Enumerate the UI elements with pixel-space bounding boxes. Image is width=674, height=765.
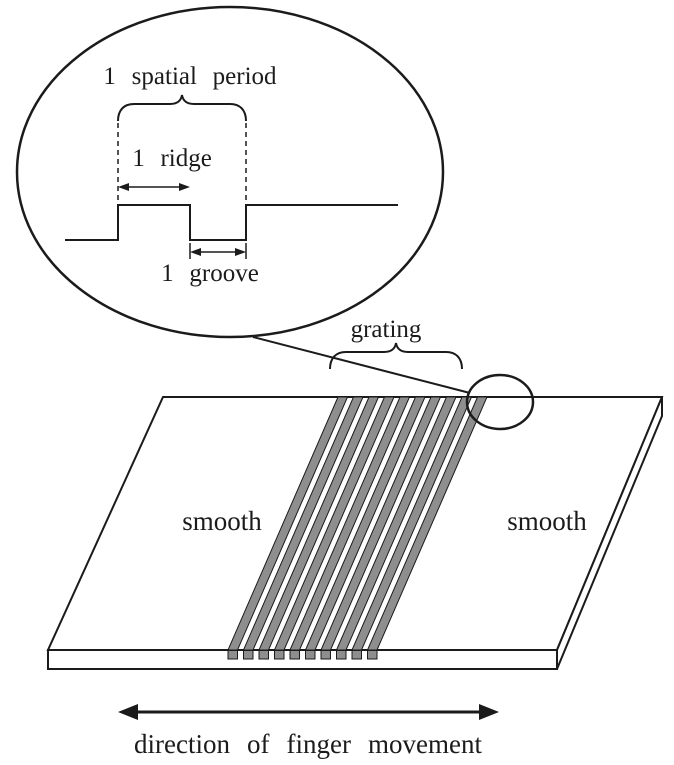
- grating-front-tooth: [351, 650, 362, 660]
- grating-front-tooth: [258, 650, 269, 660]
- zoom-inset-ellipse: [15, 5, 445, 339]
- ridge-label: 1 ridge: [132, 145, 212, 172]
- ridge-arrowhead-left-icon: [118, 183, 129, 191]
- finger-arrowhead-right-icon: [479, 704, 499, 720]
- plate-front-face: [47, 649, 558, 670]
- arrowhead-layer: [118, 183, 499, 720]
- finger-movement-label: direction of finger movement: [134, 729, 482, 759]
- grating-front-tooth: [320, 650, 331, 660]
- surface-profile-wave: [65, 204, 398, 241]
- grating-front-tooth: [336, 650, 347, 660]
- grating-front-tooth: [367, 650, 378, 660]
- stroke-layer: [15, 5, 664, 714]
- grating-front-tooth: [227, 650, 238, 660]
- label-layer: 1 spatial period 1 ridge 1 groove gratin…: [103, 63, 587, 759]
- grating-label: grating: [351, 316, 422, 343]
- ridge-arrowhead-right-icon: [179, 183, 190, 191]
- zoom-target-circle: [465, 373, 535, 431]
- groove-arrowhead-left-icon: [190, 248, 201, 256]
- groove-label: 1 groove: [161, 260, 259, 287]
- finger-arrowhead-left-icon: [118, 704, 138, 720]
- smooth-right-label: smooth: [507, 506, 587, 536]
- grating-front-tooth: [274, 650, 285, 660]
- plate-right-face: [556, 396, 663, 670]
- grating-front-tooth: [305, 650, 316, 660]
- grating-front-tooth: [289, 650, 300, 660]
- grating-stripes: [227, 396, 488, 660]
- grating-front-tooth: [243, 650, 254, 660]
- groove-arrowhead-right-icon: [235, 248, 246, 256]
- inset-connector-line: [252, 336, 471, 394]
- grating-brace: [329, 342, 463, 370]
- spatial-period-brace: [117, 94, 247, 122]
- spatial-period-label: 1 spatial period: [103, 63, 277, 90]
- smooth-left-label: smooth: [182, 506, 262, 536]
